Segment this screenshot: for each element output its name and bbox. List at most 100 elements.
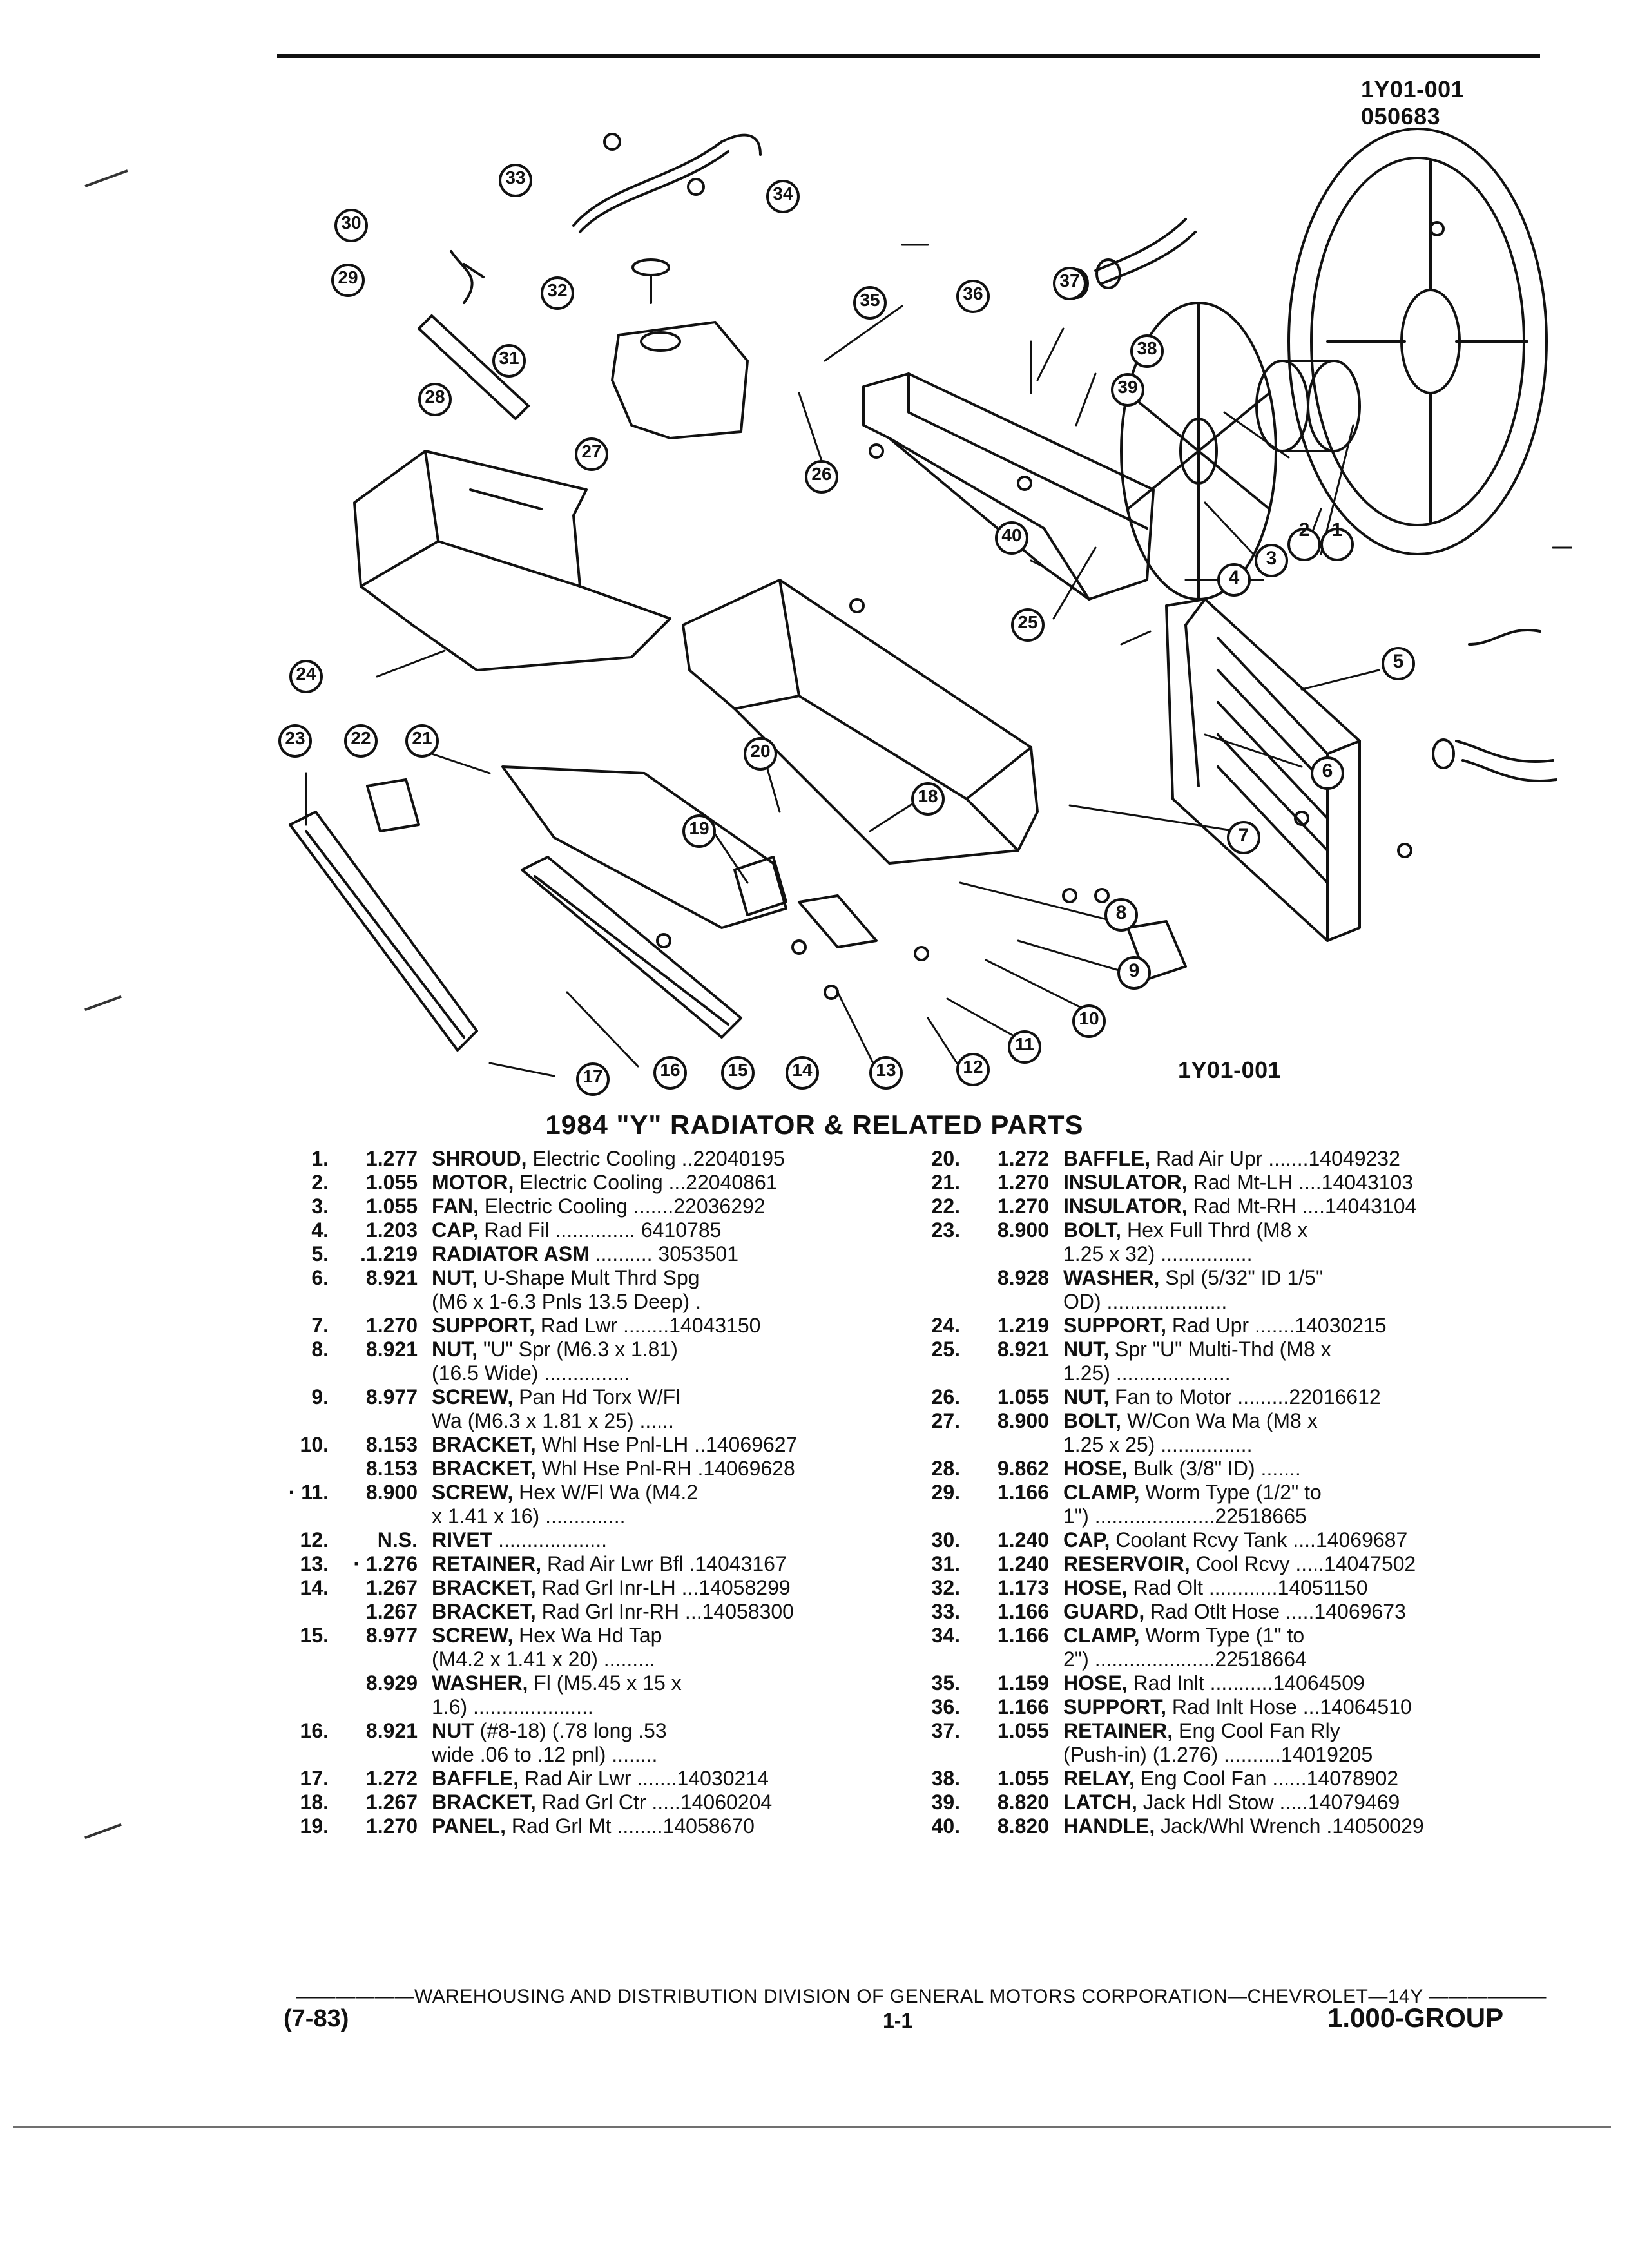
item-number [909, 1361, 972, 1385]
item-number: 19. [300, 1814, 329, 1838]
part-description: PANEL, Rad Grl Mt ........14058670 [432, 1814, 870, 1838]
part-description: CAP, Rad Fil .............. 6410785 [432, 1218, 870, 1242]
item-number: 3. [311, 1195, 329, 1218]
parts-row: (M6 x 1-6.3 Pnls 13.5 Deep) . [277, 1290, 870, 1314]
group-number: 8.153 [365, 1433, 418, 1456]
group-number: 1.267 [365, 1600, 418, 1623]
item-number: 40. [931, 1814, 960, 1838]
part-detail: Eng Cool Fan ......14078902 [1134, 1767, 1399, 1790]
group-number: 1.203 [365, 1218, 418, 1242]
part-description: INSULATOR, Rad Mt-RH ....14043104 [1063, 1195, 1501, 1218]
part-detail: 1.25 x 32) ................ [1063, 1242, 1253, 1265]
callout-32: 32 [547, 280, 568, 300]
part-description: SHROUD, Electric Cooling ..22040195 [432, 1147, 870, 1171]
item-number [909, 1266, 972, 1290]
part-description: (M4.2 x 1.41 x 20) ......... [432, 1648, 870, 1671]
part-detail: Wa (M6.3 x 1.81 x 25) ...... [432, 1409, 674, 1432]
part-name: CLAMP, [1063, 1481, 1140, 1504]
part-detail: Electric Cooling ..22040195 [526, 1147, 785, 1170]
callout-40: 40 [1001, 525, 1022, 545]
footer-group: 1.000-GROUP [1327, 2003, 1504, 2033]
part-detail: 1.25) .................... [1063, 1361, 1231, 1385]
part-description: SUPPORT, Rad Upr .......14030215 [1063, 1314, 1501, 1338]
callout-15: 15 [728, 1060, 748, 1080]
part-description: RETAINER, Rad Air Lwr Bfl .14043167 [432, 1552, 870, 1576]
item-number: 4. [311, 1218, 329, 1242]
item-number: 10. [300, 1433, 329, 1456]
part-name: NUT, [1063, 1385, 1110, 1408]
part-description: 1") .....................22518665 [1063, 1504, 1501, 1528]
part-description: Wa (M6.3 x 1.81 x 25) ...... [432, 1409, 870, 1433]
part-name: RESERVOIR, [1063, 1552, 1190, 1575]
group-number: 1.166 [997, 1600, 1049, 1623]
part-description: SUPPORT, Rad Inlt Hose ...14064510 [1063, 1695, 1501, 1719]
item-number [277, 1671, 340, 1695]
illustration-code-bottom: 1Y01-001 [1178, 1057, 1282, 1083]
item-number: 25. [931, 1338, 960, 1361]
part-description: RETAINER, Eng Cool Fan Rly [1063, 1719, 1501, 1743]
group-number: 1.159 [997, 1671, 1049, 1695]
part-description: SCREW, Pan Hd Torx W/Fl [432, 1385, 870, 1409]
callout-25: 25 [1017, 612, 1038, 632]
part-description: NUT, U-Shape Mult Thrd Spg [432, 1266, 870, 1290]
item-number [277, 1409, 340, 1433]
group-number: 8.977 [365, 1624, 418, 1647]
part-detail: Hex Wa Hd Tap [513, 1624, 662, 1647]
callout-21: 21 [412, 728, 432, 748]
group-number: 1.055 [365, 1171, 418, 1194]
item-number: 22. [931, 1195, 960, 1218]
item-number: 37. [931, 1719, 960, 1742]
part-detail: Rad Air Upr .......14049232 [1150, 1147, 1400, 1170]
callout-10: 10 [1079, 1008, 1099, 1028]
part-detail: Rad Grl Inr-RH ...14058300 [535, 1600, 794, 1623]
part-name: INSULATOR, [1063, 1195, 1188, 1218]
part-detail: (M4.2 x 1.41 x 20) ......... [432, 1648, 655, 1671]
part-description: RELAY, Eng Cool Fan ......14078902 [1063, 1767, 1501, 1791]
footer-division-line: ——————WAREHOUSING AND DISTRIBUTION DIVIS… [296, 1986, 1547, 2007]
item-number: 1. [311, 1147, 329, 1170]
item-number [909, 1433, 972, 1457]
item-number [909, 1242, 972, 1266]
scan-edge-line [13, 2126, 1611, 2128]
part-detail: Jack Hdl Stow .....14079469 [1137, 1791, 1400, 1814]
group-number: 1.272 [365, 1767, 418, 1790]
part-detail: 1.25 x 25) ................ [1063, 1433, 1253, 1456]
part-name: SCREW, [432, 1385, 514, 1408]
group-number: 1.055 [365, 1195, 418, 1218]
part-description: 1.25) .................... [1063, 1361, 1501, 1385]
part-description: BRACKET, Whl Hse Pnl-RH .14069628 [432, 1457, 870, 1481]
part-detail: Rad Lwr ........14043150 [535, 1314, 761, 1337]
part-detail: Whl Hse Pnl-RH .14069628 [535, 1457, 795, 1480]
item-number: 14. [300, 1576, 329, 1599]
part-name: HANDLE, [1063, 1814, 1155, 1838]
part-description: RESERVOIR, Cool Rcvy .....14047502 [1063, 1552, 1501, 1576]
parts-row: (M4.2 x 1.41 x 20) ......... [277, 1648, 870, 1671]
part-detail: Pan Hd Torx W/Fl [513, 1385, 680, 1408]
part-name: WASHER, [1063, 1266, 1160, 1289]
illustration-code: 1Y01-001 [1361, 76, 1465, 102]
page-title: 1984 "Y" RADIATOR & RELATED PARTS [545, 1110, 1084, 1140]
part-name: SUPPORT, [1063, 1695, 1167, 1718]
callout-24: 24 [296, 664, 316, 684]
part-name: SUPPORT, [1063, 1314, 1167, 1337]
part-detail: W/Con Wa Ma (M8 x [1121, 1409, 1318, 1432]
part-description: HANDLE, Jack/Whl Wrench .14050029 [1063, 1814, 1501, 1838]
group-number: 8.820 [997, 1814, 1049, 1838]
callout-16: 16 [660, 1060, 680, 1080]
item-number [277, 1648, 340, 1671]
part-name: CAP, [1063, 1528, 1110, 1552]
item-number: 18. [300, 1791, 329, 1814]
part-name: GUARD, [1063, 1600, 1145, 1623]
parts-row: 40. 8.820 HANDLE, Jack/Whl Wrench .1405002… [909, 1814, 1501, 1838]
group-number [972, 1743, 1063, 1767]
group-number: 1.277 [365, 1147, 418, 1170]
